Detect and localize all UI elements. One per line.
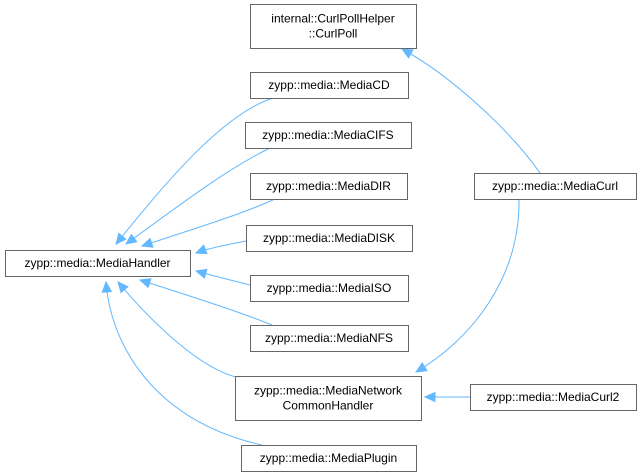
class-node-box[interactable] — [245, 122, 412, 149]
inheritance-arrowhead-icon — [194, 268, 208, 279]
class-node-box[interactable] — [250, 4, 417, 49]
class-node-mediacd[interactable]: zypp::media::MediaCD — [250, 72, 409, 99]
class-node-box[interactable] — [474, 173, 637, 200]
edge-medianetwork-to-mediahandler — [117, 281, 241, 379]
inheritance-arrowhead-icon — [414, 362, 428, 373]
edge-line — [125, 147, 271, 245]
class-node-label: zypp::media::MediaHandler — [24, 256, 170, 270]
edge-mediaiso-to-mediahandler — [194, 268, 251, 286]
class-node-mediadisk[interactable]: zypp::media::MediaDISK — [246, 225, 413, 252]
class-node-box[interactable] — [250, 275, 409, 302]
edges-layer — [101, 48, 541, 446]
class-node-box[interactable] — [235, 376, 422, 421]
class-node-mediacurl[interactable]: zypp::media::MediaCurl — [474, 173, 637, 200]
inheritance-arrowhead-icon — [423, 391, 436, 403]
class-node-label: zypp::media::MediaISO — [267, 281, 392, 295]
class-node-mediacifs[interactable]: zypp::media::MediaCIFS — [245, 122, 412, 149]
class-node-box[interactable] — [250, 325, 409, 352]
edge-medianfs-to-mediahandler — [138, 278, 273, 326]
class-node-label: ::CurlPoll — [309, 27, 358, 41]
class-node-curlpoll[interactable]: internal::CurlPollHelper::CurlPoll — [250, 4, 417, 49]
class-node-mediacurl2[interactable]: zypp::media::MediaCurl2 — [470, 384, 637, 411]
edge-mediacd-to-mediahandler — [115, 97, 274, 245]
class-node-label: internal::CurlPollHelper — [271, 12, 394, 26]
inheritance-arrowhead-icon — [115, 232, 127, 245]
class-node-label: zypp::media::MediaCurl — [492, 179, 618, 193]
edge-mediacurl-to-curlpoll — [400, 48, 541, 174]
class-node-box[interactable] — [470, 384, 637, 411]
edge-mediacifs-to-mediahandler — [125, 147, 271, 245]
class-node-box[interactable] — [246, 225, 413, 252]
class-node-label: CommonHandler — [283, 399, 374, 413]
class-node-label: zypp::media::MediaCIFS — [262, 128, 393, 142]
edge-mediadir-to-mediahandler — [140, 198, 276, 248]
class-node-mediaplugin[interactable]: zypp::media::MediaPlugin — [241, 445, 417, 472]
edge-mediacurl2-to-medianetwork — [423, 391, 470, 403]
class-node-label: zypp::media::MediaPlugin — [260, 451, 397, 465]
inheritance-arrowhead-icon — [194, 244, 208, 255]
class-node-label: zypp::media::MediaDISK — [263, 231, 395, 245]
class-node-label: zypp::media::MediaCurl2 — [487, 390, 620, 404]
class-node-box[interactable] — [250, 173, 408, 200]
edge-mediacurl-to-medianetwork — [414, 198, 520, 373]
class-node-mediadir[interactable]: zypp::media::MediaDIR — [250, 173, 408, 200]
edge-line — [115, 97, 274, 245]
inheritance-arrowhead-icon — [400, 48, 414, 59]
nodes-layer: internal::CurlPollHelper::CurlPollzypp::… — [5, 4, 637, 472]
class-node-box[interactable] — [250, 72, 409, 99]
edge-line — [117, 281, 241, 379]
inheritance-arrowhead-icon — [140, 237, 154, 248]
class-node-mediaiso[interactable]: zypp::media::MediaISO — [250, 275, 409, 302]
edge-mediaplugin-to-mediahandler — [101, 280, 263, 446]
class-node-label: zypp::media::MediaDIR — [266, 179, 391, 193]
class-node-box[interactable] — [5, 250, 191, 277]
class-node-mediahandler[interactable]: zypp::media::MediaHandler — [5, 250, 191, 277]
inheritance-arrowhead-icon — [125, 233, 138, 245]
edge-line — [141, 198, 276, 247]
class-node-label: zypp::media::MediaCD — [268, 78, 390, 92]
inheritance-arrowhead-icon — [101, 280, 113, 293]
inheritance-arrowhead-icon — [138, 278, 152, 289]
edge-line — [401, 48, 541, 174]
edge-line — [105, 281, 263, 446]
edge-line — [415, 198, 520, 373]
class-node-medianfs[interactable]: zypp::media::MediaNFS — [250, 325, 409, 352]
class-node-box[interactable] — [241, 445, 417, 472]
class-node-label: zypp::media::MediaNFS — [265, 331, 393, 345]
edge-mediadisk-to-mediahandler — [194, 240, 247, 255]
edge-line — [139, 279, 273, 326]
inheritance-arrowhead-icon — [117, 281, 129, 294]
class-node-label: zypp::media::MediaNetwork — [254, 384, 403, 398]
